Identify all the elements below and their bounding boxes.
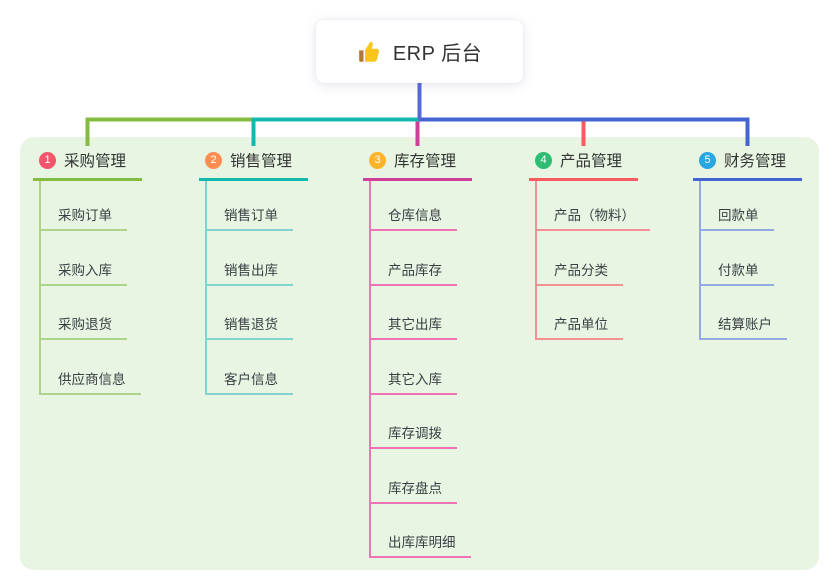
- branch-finance-children: 回款单 付款单 结算账户: [699, 181, 787, 340]
- branch-title-label: 财务管理: [724, 153, 787, 170]
- node-other-outbound[interactable]: 其它出库: [371, 286, 471, 340]
- node-purchase-return[interactable]: 采购退货: [41, 286, 141, 340]
- node-purchase-inbound[interactable]: 采购入库: [41, 231, 141, 286]
- branch-product-children: 产品（物料） 产品分类 产品单位: [535, 181, 650, 340]
- branch-product-title[interactable]: 4 产品管理: [529, 146, 639, 181]
- branch-inventory-title[interactable]: 3 库存管理: [363, 146, 473, 181]
- branch-purchase: 1 采购管理 采购订单 采购入库 采购退货 供应商信息: [33, 146, 143, 395]
- branch-finance: 5 财务管理 回款单 付款单 结算账户: [693, 146, 803, 340]
- branch-4-badge: 4: [535, 151, 552, 169]
- node-sales-order[interactable]: 销售订单: [207, 181, 293, 231]
- root-node-label: ERP 后台: [392, 43, 483, 65]
- node-stock-taking[interactable]: 库存盘点: [371, 449, 471, 504]
- node-stock-transfer[interactable]: 库存调拨: [371, 395, 471, 449]
- node-purchase-order[interactable]: 采购订单: [41, 181, 141, 231]
- node-settlement-account[interactable]: 结算账户: [701, 286, 787, 340]
- node-receipt-doc[interactable]: 回款单: [701, 181, 787, 231]
- branch-purchase-children: 采购订单 采购入库 采购退货 供应商信息: [39, 181, 141, 395]
- branches-panel: [20, 137, 819, 570]
- branch-purchase-title[interactable]: 1 采购管理: [33, 146, 143, 181]
- branch-title-label: 采购管理: [64, 153, 127, 170]
- branch-product: 4 产品管理 产品（物料） 产品分类 产品单位: [529, 146, 650, 340]
- branch-title-label: 产品管理: [560, 153, 623, 170]
- node-sales-outbound[interactable]: 销售出库: [207, 231, 293, 286]
- branch-title-label: 库存管理: [394, 153, 457, 170]
- branch-title-label: 销售管理: [230, 153, 293, 170]
- branch-sales-children: 销售订单 销售出库 销售退货 客户信息: [205, 181, 293, 395]
- node-warehouse-info[interactable]: 仓库信息: [371, 181, 471, 231]
- node-product-material[interactable]: 产品（物料）: [537, 181, 650, 231]
- branch-1-badge: 1: [39, 151, 56, 169]
- branch-2-badge: 2: [205, 151, 222, 169]
- branch-5-badge: 5: [699, 151, 716, 169]
- node-outbound-detail[interactable]: 出库库明细: [371, 504, 471, 558]
- node-product-unit[interactable]: 产品单位: [537, 286, 650, 340]
- node-product-category[interactable]: 产品分类: [537, 231, 650, 286]
- branch-sales-title[interactable]: 2 销售管理: [199, 146, 309, 181]
- root-node[interactable]: ERP 后台: [316, 20, 523, 83]
- node-payment-doc[interactable]: 付款单: [701, 231, 787, 286]
- thumbs-up-icon: [358, 41, 379, 62]
- branch-inventory-children: 仓库信息 产品库存 其它出库 其它入库 库存调拨 库存盘点 出库库明细: [369, 181, 471, 558]
- node-product-stock[interactable]: 产品库存: [371, 231, 471, 286]
- branch-3-badge: 3: [369, 151, 386, 169]
- branch-sales: 2 销售管理 销售订单 销售出库 销售退货 客户信息: [199, 146, 309, 395]
- node-customer-info[interactable]: 客户信息: [207, 340, 293, 395]
- node-sales-return[interactable]: 销售退货: [207, 286, 293, 340]
- node-other-inbound[interactable]: 其它入库: [371, 340, 471, 395]
- branch-finance-title[interactable]: 5 财务管理: [693, 146, 803, 181]
- branch-inventory: 3 库存管理 仓库信息 产品库存 其它出库 其它入库 库存调拨 库存盘点 出库库…: [363, 146, 473, 558]
- node-supplier-info[interactable]: 供应商信息: [41, 340, 141, 395]
